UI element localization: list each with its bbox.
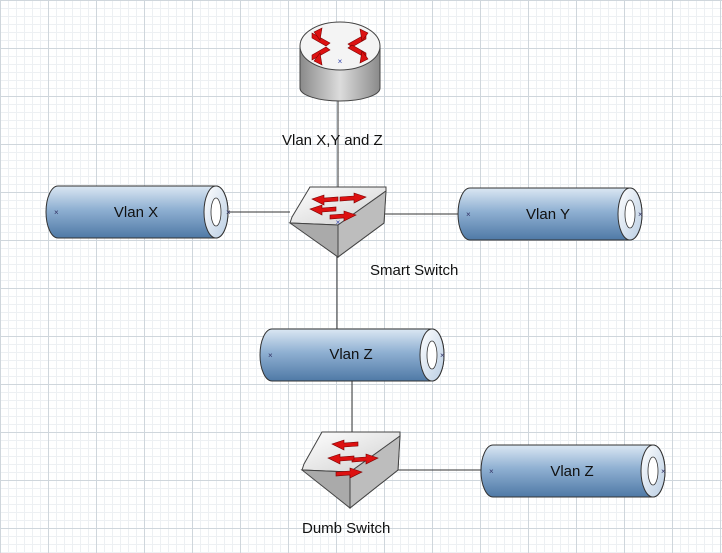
svg-text:×: ×	[661, 467, 666, 476]
vlan-z-top-segment[interactable]: Vlan Z	[259, 328, 445, 382]
router-icon	[311, 27, 369, 66]
switch-icon	[309, 192, 367, 222]
vlan-y-segment[interactable]: Vlan Y	[457, 187, 643, 241]
svg-text:×: ×	[226, 208, 231, 217]
dumb-switch[interactable]	[300, 431, 401, 510]
vlan-x-segment[interactable]: Vlan X	[45, 185, 229, 239]
router[interactable]: ×	[299, 21, 381, 102]
connection-lines	[228, 100, 484, 471]
smart-switch[interactable]: ×	[288, 186, 387, 258]
vlan-x-label: Vlan X	[114, 204, 158, 221]
svg-text:×: ×	[54, 208, 59, 217]
smart-switch-label: Smart Switch	[370, 262, 459, 279]
vlan-z-bottom-label: Vlan Z	[550, 463, 593, 480]
svg-text:×: ×	[489, 467, 494, 476]
router-label: Vlan X,Y and Z	[282, 132, 383, 149]
svg-text:×: ×	[466, 210, 471, 219]
vlan-y-label: Vlan Y	[526, 206, 570, 223]
svg-text:×: ×	[336, 218, 341, 227]
connector-markers: × × × × × × × ×	[54, 208, 666, 476]
svg-text:×: ×	[638, 210, 643, 219]
vlan-z-bottom-segment[interactable]: Vlan Z	[480, 444, 666, 498]
switch-icon	[327, 439, 379, 479]
dumb-switch-label: Dumb Switch	[302, 520, 391, 537]
svg-text:×: ×	[338, 57, 343, 66]
svg-text:×: ×	[440, 351, 445, 360]
svg-text:×: ×	[268, 351, 273, 360]
vlan-z-top-label: Vlan Z	[329, 346, 372, 363]
